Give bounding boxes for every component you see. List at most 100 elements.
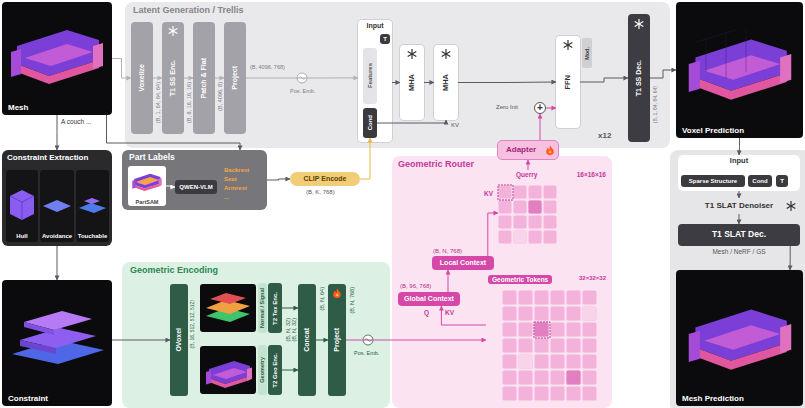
node-text: Cond bbox=[367, 115, 374, 130]
snowflake-icon bbox=[442, 50, 450, 59]
connector bbox=[166, 186, 175, 187]
node-text: Geometry bbox=[259, 357, 265, 383]
node-text: Input bbox=[366, 22, 383, 30]
connector bbox=[424, 82, 434, 83]
context-pill: Global Context bbox=[398, 292, 460, 306]
annotation: (B, N, 32) bbox=[285, 318, 291, 342]
node-text: Part Labels bbox=[129, 153, 175, 163]
connector bbox=[528, 160, 529, 170]
annotation: KV bbox=[445, 309, 454, 316]
annotation: (B, 4096, 768) bbox=[250, 64, 285, 70]
tag: Cond bbox=[363, 108, 377, 138]
hull-edges bbox=[10, 196, 34, 220]
wave-symbol bbox=[365, 339, 372, 342]
panel: Constraint Extraction Hull Avoidance Tou… bbox=[2, 150, 112, 246]
node-text: Geometric Router bbox=[398, 159, 474, 169]
node-text: + bbox=[537, 103, 543, 113]
annotation: x12 bbox=[598, 132, 611, 141]
snowflake-icon bbox=[787, 202, 795, 211]
node-text: Adapter bbox=[506, 145, 536, 154]
tag: Geometry bbox=[258, 345, 267, 395]
stage-box: Voxelize bbox=[131, 22, 153, 134]
node-text: Voxelize bbox=[138, 64, 146, 92]
snowflake-icon bbox=[408, 50, 416, 59]
node-text: Constraint Extraction bbox=[7, 153, 88, 162]
node-text: Global Context bbox=[404, 295, 454, 303]
node-text: T2 Tex Enc. bbox=[272, 292, 279, 325]
touchable-plate bbox=[79, 203, 106, 213]
connector bbox=[57, 246, 58, 280]
snowflake-icon bbox=[169, 27, 177, 36]
node-text: Avoidance bbox=[42, 233, 72, 240]
node-text: Geometric Encoding bbox=[130, 265, 218, 275]
image-tile: Hull bbox=[6, 170, 38, 242]
image-tile: Avoidance bbox=[40, 170, 74, 242]
connector bbox=[377, 120, 446, 123]
context-pill: Local Context bbox=[432, 256, 494, 270]
annotation: KV bbox=[451, 122, 459, 129]
connector bbox=[184, 78, 193, 79]
node-text: Constraint bbox=[8, 394, 48, 403]
couch-figure bbox=[689, 40, 792, 100]
node-text: MHA bbox=[408, 74, 417, 91]
fire-icon bbox=[333, 288, 341, 298]
denoiser-row: T1 SLAT Denoiser bbox=[678, 198, 800, 214]
node-text: CLIP Encode bbox=[303, 175, 346, 183]
grid-cells bbox=[498, 185, 558, 245]
annotation: Seat bbox=[224, 176, 237, 183]
tag: Normal / Signal bbox=[258, 283, 267, 333]
node-text: T1 SS Dec. bbox=[635, 60, 643, 96]
couch-figure bbox=[11, 30, 103, 84]
avoidance-plate bbox=[43, 200, 71, 212]
tag: Features bbox=[363, 48, 377, 104]
connector bbox=[458, 82, 556, 84]
grid-cell bbox=[567, 371, 581, 385]
node-text: Features bbox=[367, 63, 374, 88]
node-text: Geometric Tokens bbox=[488, 275, 552, 284]
token-grid-art bbox=[486, 274, 608, 406]
grid-cells bbox=[502, 290, 598, 402]
encoder-pill: CLIP Encode bbox=[290, 172, 360, 186]
connector bbox=[739, 191, 740, 198]
panel: Latent Generation / TrellisVoxelize T1 S… bbox=[125, 2, 670, 148]
connector bbox=[282, 370, 298, 371]
annotation: (B, 8, 16, 16, 16) bbox=[186, 82, 192, 123]
node-text: Mod. bbox=[584, 47, 590, 60]
node-text: Mesh / NeRF / GS bbox=[678, 248, 800, 255]
touchable-plate bbox=[84, 198, 100, 204]
connector bbox=[215, 78, 224, 79]
node-text: Cond bbox=[752, 178, 767, 185]
node-text: T1 SLAT Dec. bbox=[712, 230, 766, 240]
tag: T bbox=[776, 175, 788, 187]
node-text: Touchable bbox=[78, 233, 108, 240]
annotation: Backrest bbox=[224, 167, 249, 174]
connector bbox=[392, 82, 400, 83]
token-grid: Querry16×16×16 bbox=[498, 170, 608, 256]
node-text: Project bbox=[231, 66, 239, 90]
snowflake-icon bbox=[564, 41, 572, 50]
connector bbox=[441, 306, 486, 325]
annotation: (B, 96, 768) bbox=[400, 283, 431, 290]
couch-figure bbox=[689, 310, 792, 370]
tag: Mod. bbox=[582, 38, 592, 68]
grid-cell bbox=[514, 231, 527, 244]
connector bbox=[739, 214, 740, 224]
token-grid: Geometric Tokens32×32×32 bbox=[486, 274, 608, 406]
node-text: Mesh bbox=[8, 103, 28, 112]
connector bbox=[488, 213, 498, 256]
fire-icon bbox=[546, 145, 554, 155]
node-text: Latent Generation / Trellis bbox=[133, 5, 244, 15]
annotation: (B, 1, 64, 64, 64) bbox=[653, 86, 659, 123]
constraint-image bbox=[2, 280, 112, 406]
encoder-box: T2 Geo Enc. bbox=[268, 345, 282, 395]
pos-emb-symbol bbox=[363, 335, 373, 345]
input-box: InputSparse StructureCondT bbox=[678, 155, 800, 191]
node-text: QWEN-VLM bbox=[179, 184, 212, 191]
annotation: (B, N, 64) bbox=[319, 287, 325, 311]
image-panel: Voxel Prediction bbox=[676, 2, 803, 138]
node-text: T1 SLAT Denoiser bbox=[705, 201, 773, 210]
image-tile: PartSAM bbox=[128, 166, 166, 206]
couch-figure bbox=[132, 174, 161, 191]
layer-box: InputTFeaturesCond bbox=[358, 20, 392, 142]
